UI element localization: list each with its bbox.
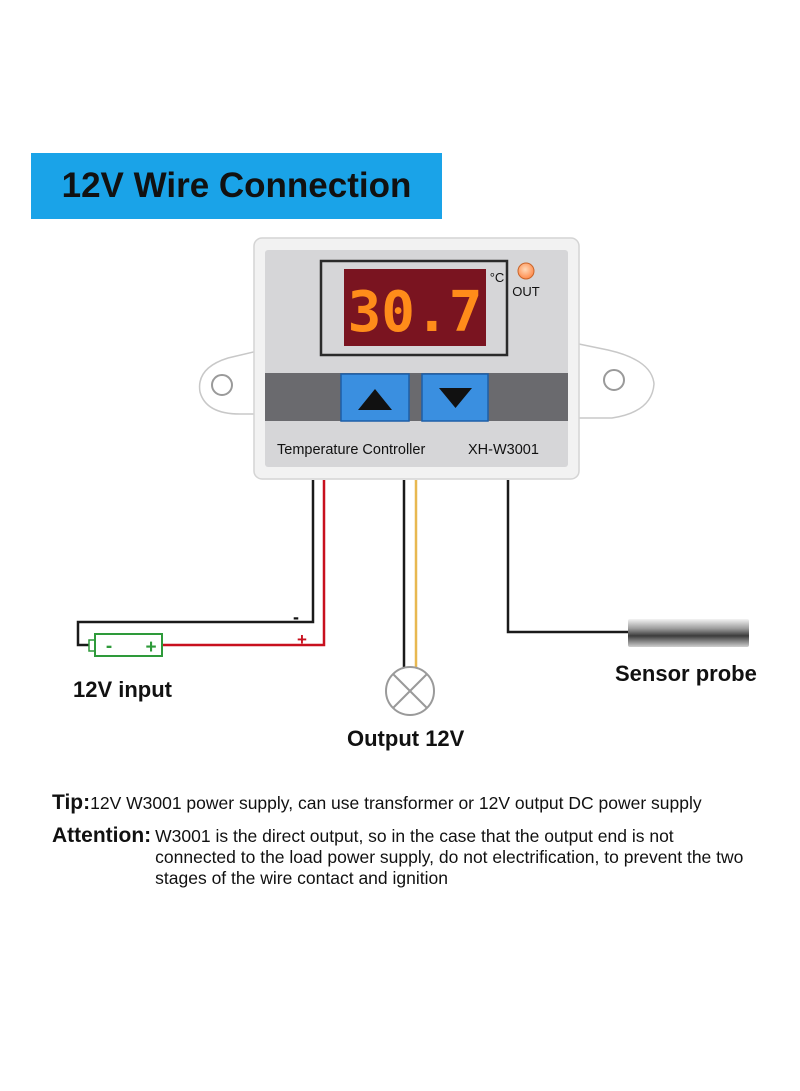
battery-minus-label: - [106,636,112,657]
page-title: 12V Wire Connection [61,166,412,205]
led-display [344,269,486,346]
negative-wire [76,480,315,647]
sensor-label: Sensor probe [615,661,757,686]
triangle-up-icon [358,389,392,410]
sensor-wire [506,480,628,634]
wire-plus-label: + [297,630,307,649]
mounting-ear-left [198,349,263,415]
attention-note: Attention: W3001 is the direct output, s… [52,824,762,889]
battery-icon: - + [88,633,163,658]
out-label: OUT [512,284,540,299]
device-model: XH-W3001 [468,442,539,458]
wire-minus-label: - [293,607,299,627]
tip-key: Tip: [52,791,91,814]
battery-plus-label: + [145,637,156,658]
attention-text: W3001 is the direct output, so in the ca… [155,826,744,888]
lamp-icon [385,666,435,716]
output-label: Output 12V [347,726,465,751]
out-led-icon [517,262,535,280]
display-value: 30.7 [348,280,483,345]
title-banner: 12V Wire Connection [31,153,442,219]
tip-text: 12V W3001 power supply, can use transfor… [90,793,702,813]
device-name: Temperature Controller [277,442,425,458]
positive-wire [162,480,326,647]
up-button[interactable] [340,373,410,422]
display-frame [319,259,509,357]
input-label: 12V input [73,677,173,702]
tip-note: Tip: 12V W3001 power supply, can use tra… [52,791,792,815]
sensor-probe-icon [628,619,749,647]
down-button[interactable] [421,373,489,422]
mounting-ear-right [573,342,655,419]
unit-label: °C [490,270,505,285]
button-band [265,373,568,421]
attention-key: Attention: [52,824,152,847]
triangle-down-icon [439,388,472,408]
